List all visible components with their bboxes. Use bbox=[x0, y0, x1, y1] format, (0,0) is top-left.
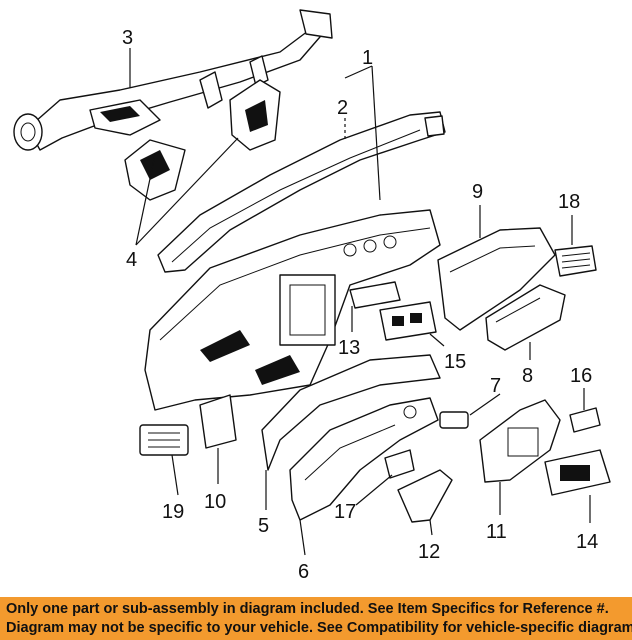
label-part-19: 19 bbox=[162, 501, 184, 523]
label-part-9: 9 bbox=[472, 181, 483, 203]
part-8-glove-box bbox=[485, 284, 566, 351]
label-part-4: 4 bbox=[126, 249, 137, 271]
label-part-15: 15 bbox=[444, 351, 466, 373]
part-19-vent bbox=[139, 424, 189, 456]
part-12-panel bbox=[397, 469, 453, 523]
label-part-3: 3 bbox=[122, 27, 133, 49]
label-part-13: 13 bbox=[338, 337, 360, 359]
label-part-12: 12 bbox=[418, 541, 440, 563]
label-part-11: 11 bbox=[486, 521, 507, 543]
part-14-vent-housing bbox=[544, 449, 611, 496]
label-part-6: 6 bbox=[298, 561, 309, 583]
label-part-18: 18 bbox=[558, 191, 580, 213]
part-13-bezel bbox=[349, 281, 401, 309]
part-5-cluster-hood bbox=[261, 354, 441, 471]
part-11-console-panel bbox=[479, 399, 561, 483]
label-part-2: 2 bbox=[337, 97, 348, 119]
part-10-bracket bbox=[199, 394, 237, 449]
part-7-switch bbox=[439, 411, 469, 429]
part-6-cluster-trim bbox=[289, 397, 439, 521]
part-3-dash-support-bar bbox=[13, 9, 333, 151]
label-part-14: 14 bbox=[576, 531, 598, 553]
part-9-glove-box-door bbox=[437, 227, 556, 331]
leader-lines bbox=[129, 48, 591, 556]
label-part-16: 16 bbox=[570, 365, 592, 387]
part-1-instrument-panel bbox=[144, 209, 441, 411]
label-part-1: 1 bbox=[362, 47, 373, 69]
disclaimer-line-2: Diagram may not be specific to your vehi… bbox=[6, 620, 632, 636]
label-part-10: 10 bbox=[204, 491, 226, 513]
part-2-dash-cover bbox=[157, 111, 446, 273]
label-part-17: 17 bbox=[334, 501, 356, 523]
part-16-switch bbox=[569, 407, 601, 433]
label-part-8: 8 bbox=[522, 365, 533, 387]
part-15-switch-housing bbox=[379, 301, 437, 341]
part-4-brackets bbox=[124, 79, 281, 201]
callout-labels: 1 2 3 4 5 6 7 8 9 10 11 12 13 14 15 16 1… bbox=[122, 27, 598, 583]
dashboard-parts-diagram: 1 2 3 4 5 6 7 8 9 10 11 12 13 14 15 16 1… bbox=[13, 9, 611, 583]
part-18-vent bbox=[554, 245, 597, 277]
disclaimer-line-1: Only one part or sub-assembly in diagram… bbox=[6, 601, 609, 617]
label-part-5: 5 bbox=[258, 515, 269, 537]
part-17-switch bbox=[384, 449, 415, 479]
disclaimer-banner: Only one part or sub-assembly in diagram… bbox=[0, 597, 632, 640]
label-part-7: 7 bbox=[490, 375, 501, 397]
